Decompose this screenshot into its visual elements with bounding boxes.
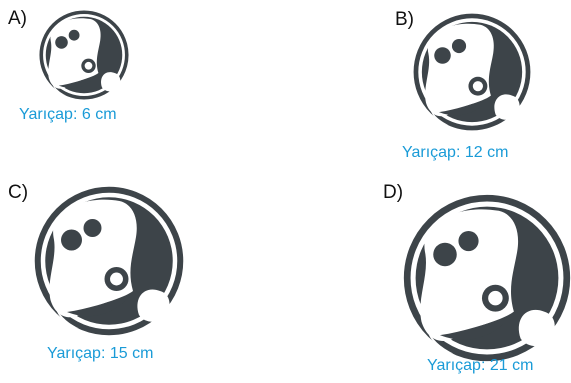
option-letter-c: C) (8, 182, 29, 203)
moon-face-disc-icon (403, 194, 571, 362)
moon-face-disc-icon (413, 13, 531, 131)
option-letter-d: D) (383, 182, 404, 203)
radius-label-c: Yarıçap: 15 cm (47, 345, 154, 362)
radius-label-b: Yarıçap: 12 cm (402, 144, 509, 161)
radius-label-d: Yarıçap: 21 cm (427, 357, 534, 374)
option-letter-a: A) (8, 8, 27, 29)
radius-label-a: Yarıçap: 6 cm (19, 106, 117, 123)
option-letter-b: B) (395, 9, 414, 30)
moon-face-disc-icon (39, 10, 129, 100)
moon-face-disc-icon (34, 186, 184, 336)
